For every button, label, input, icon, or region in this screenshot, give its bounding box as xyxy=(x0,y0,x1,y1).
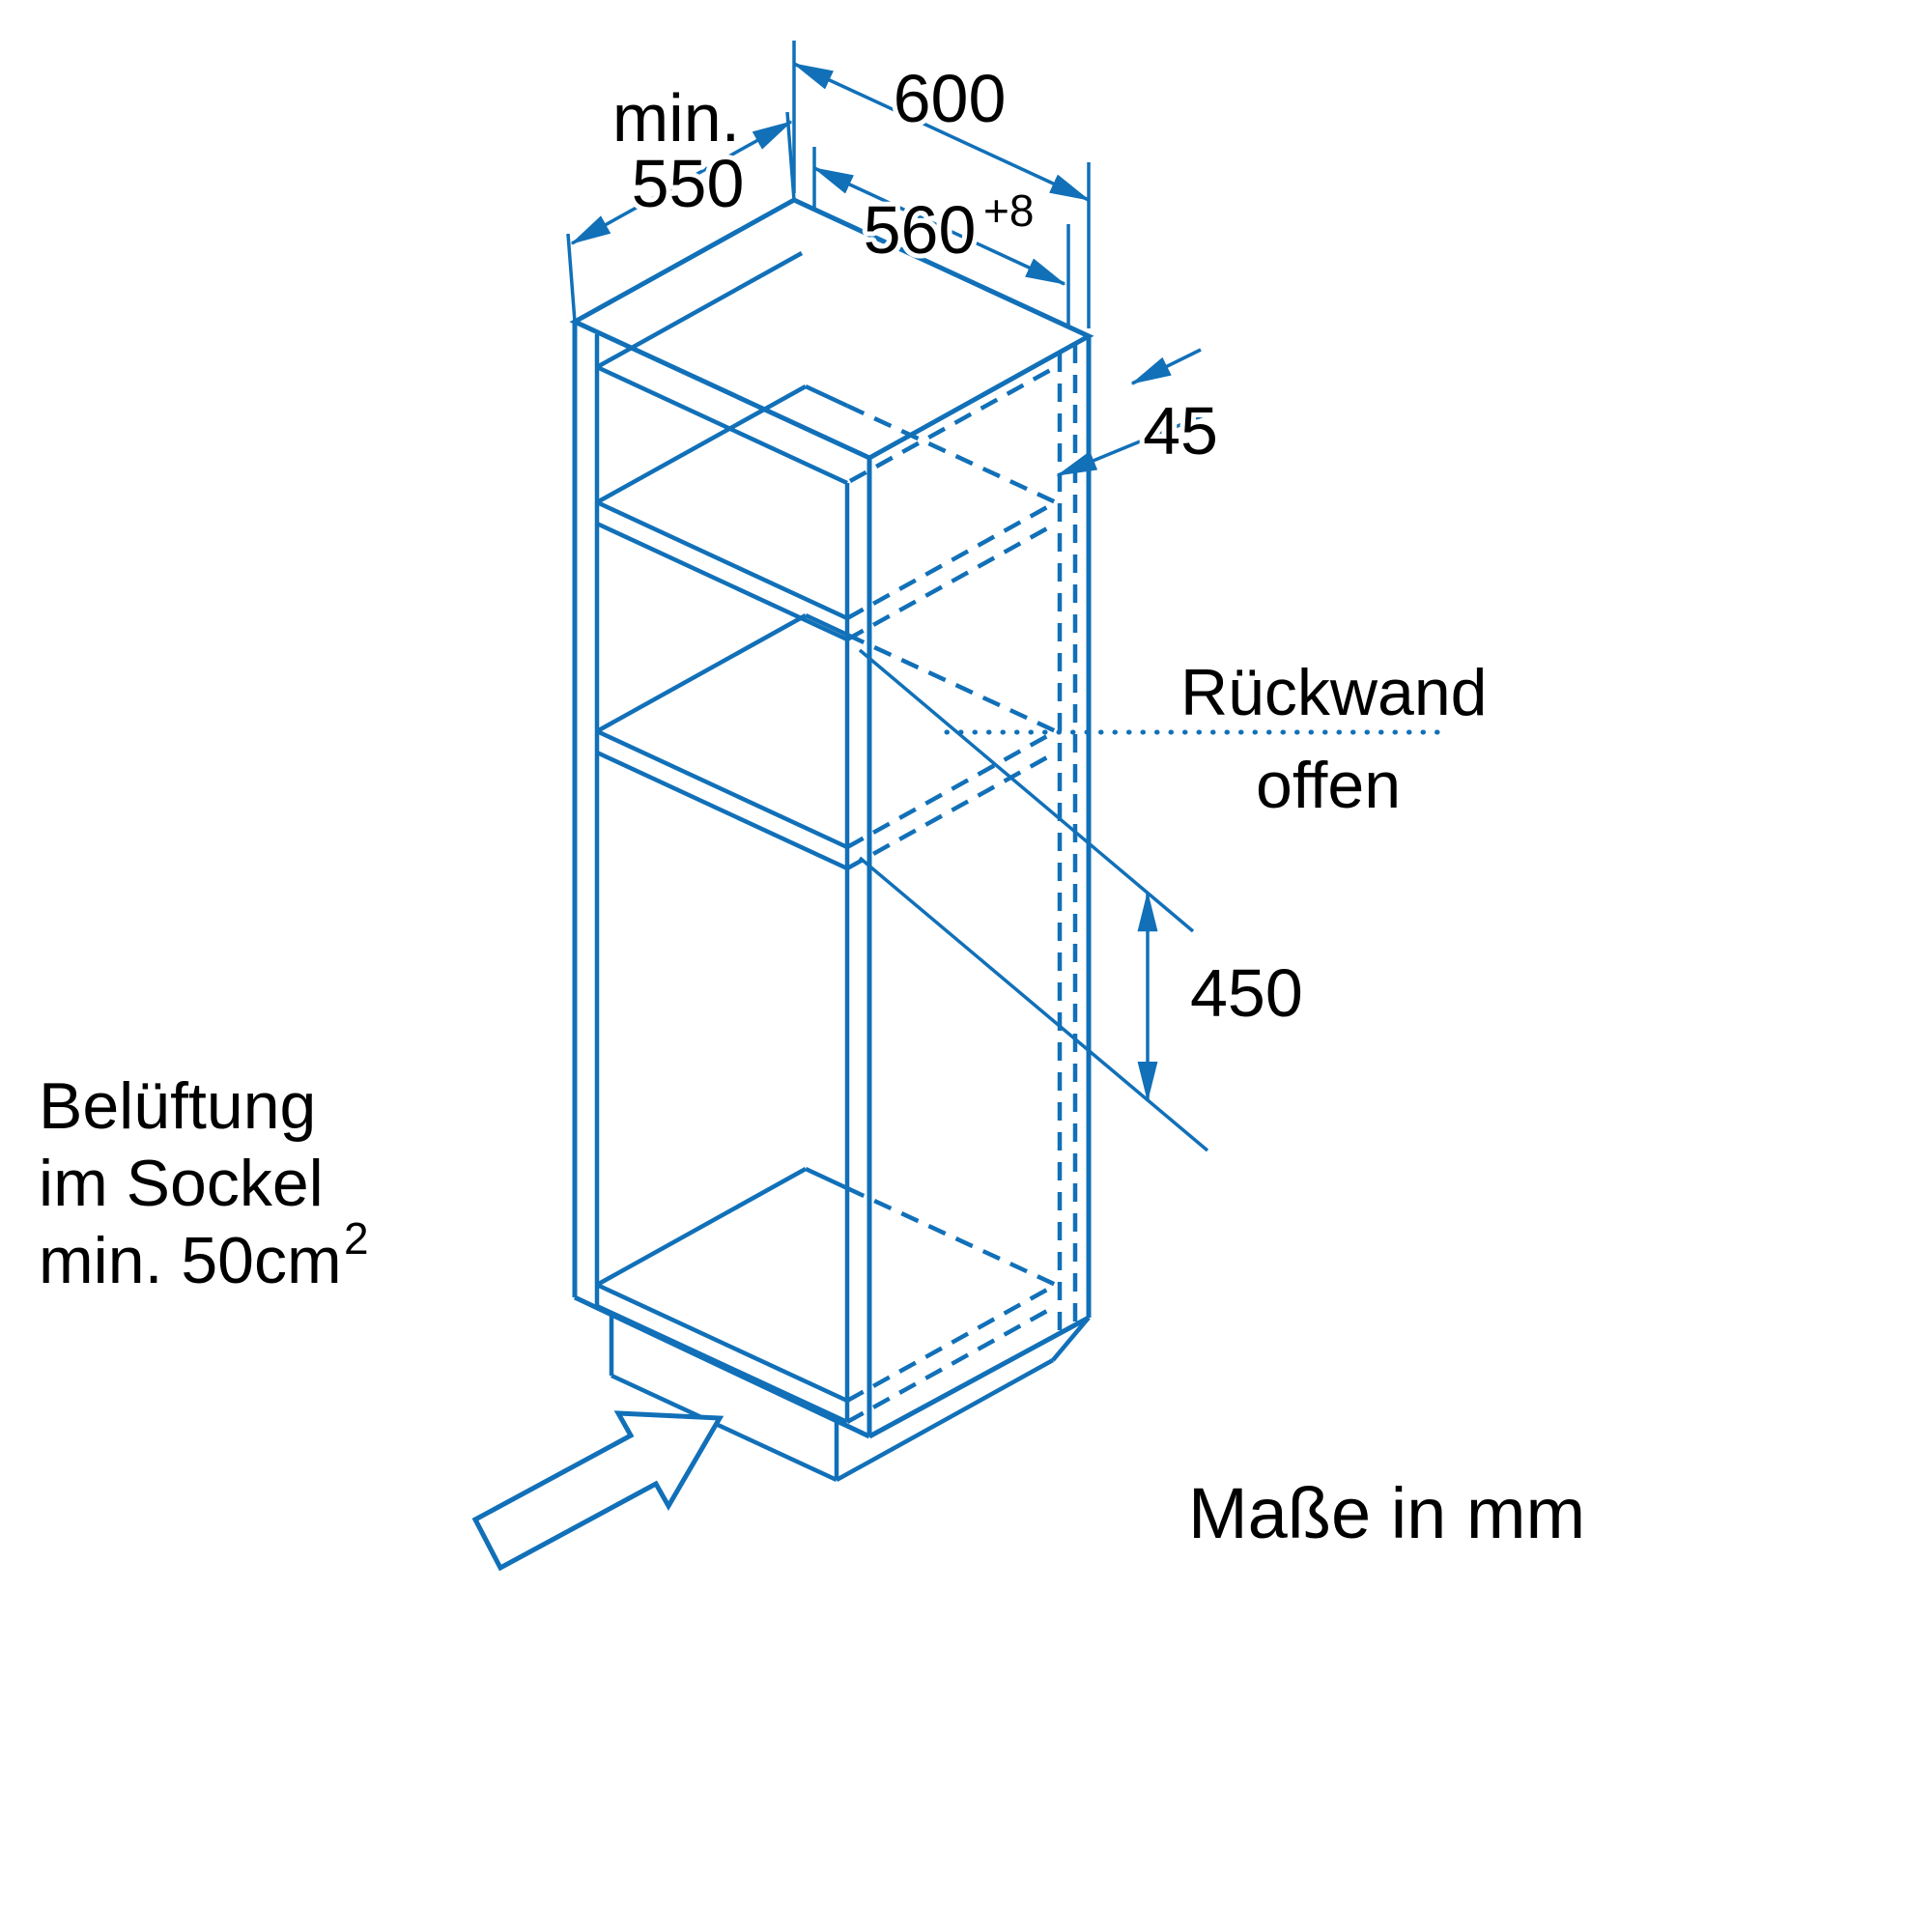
shelf-upper-front-edge xyxy=(596,499,848,621)
dimension-label-550: 550 xyxy=(632,146,745,221)
dimension-label-min: min. xyxy=(612,80,740,156)
floor-edge xyxy=(835,1358,1055,1482)
shelf-upper xyxy=(595,384,1058,642)
dimension-600: 600 xyxy=(792,41,1091,328)
base-shelf-bottom-edge xyxy=(596,1303,848,1425)
dimension-min-550: min. 550 xyxy=(566,75,796,323)
shelf-upper-hidden-side-edge xyxy=(845,500,1058,620)
dimension-label-560: 560 xyxy=(864,192,977,268)
top-panel-underside-edge xyxy=(596,364,848,486)
dimension-560: 560 +8 xyxy=(812,147,1070,327)
hidden-base-bottom-edge xyxy=(845,1304,1058,1424)
top-face xyxy=(569,197,1094,461)
base-shelf-front-edge xyxy=(596,1282,848,1404)
shelf-lower-hidden-back-edge xyxy=(846,632,1057,734)
dimension-label-600: 600 xyxy=(894,61,1007,136)
shelf-upper-back-edge xyxy=(805,384,848,409)
ventilation-label-line3: min. 50cm xyxy=(39,1224,342,1297)
plinth-bottom-edge xyxy=(611,1373,838,1483)
hidden-base-back-edge xyxy=(846,1185,1057,1288)
hidden-top-panel-edge xyxy=(848,365,1058,483)
hidden-base-top-edge xyxy=(845,1283,1058,1403)
ventilation-label-line1: Belüftung xyxy=(39,1069,316,1143)
extension-line xyxy=(858,856,1209,1152)
dimension-arrow xyxy=(1130,348,1202,385)
top-panel-underside-depth-edge xyxy=(595,251,804,369)
dimension-line xyxy=(812,166,1066,286)
units-note: Maße in mm xyxy=(1188,1473,1585,1553)
floor-back-connector xyxy=(1051,1316,1091,1362)
back-panel-label-line2: offen xyxy=(1256,749,1401,822)
base-shelf-depth-edge xyxy=(595,1167,808,1287)
label-belueftung: Belüftung im Sockel min. 50cm 2 xyxy=(34,1065,374,1302)
shelf-lower-depth-edge xyxy=(595,613,808,733)
ventilation-label-line2: im Sockel xyxy=(39,1147,324,1220)
shelf-lower-hidden-bottom-edge xyxy=(845,751,1058,870)
shelf-upper-bottom-edge xyxy=(596,521,848,642)
shelf-lower-front-edge xyxy=(596,728,848,850)
extension-line xyxy=(566,233,577,323)
shelf-upper-depth-edge xyxy=(595,384,808,504)
shelf-lower-hidden-side-edge xyxy=(845,729,1058,849)
dimension-arrow xyxy=(1056,409,1216,477)
airflow-arrow-icon xyxy=(471,1410,724,1572)
dimension-line xyxy=(570,120,793,245)
dimension-label-560-tolerance: +8 xyxy=(983,185,1034,236)
back-panel-label-line1: Rückwand xyxy=(1180,656,1488,729)
dimension-label-450: 450 xyxy=(1190,955,1303,1031)
base-shelf-back-edge xyxy=(805,1166,848,1191)
label-rueckwand-offen: Rückwand offen xyxy=(944,651,1492,827)
shelf-lower xyxy=(595,612,1058,871)
dimension-45: 45 xyxy=(1056,348,1223,477)
dimension-label-45: 45 xyxy=(1143,393,1218,469)
hidden-edges xyxy=(845,345,1078,1424)
right-wall-bottom-edge xyxy=(867,1315,1091,1439)
shelf-lower-back-edge xyxy=(805,612,848,638)
dimension-450: 450 xyxy=(858,648,1308,1152)
shelf-upper-hidden-back-edge xyxy=(846,403,1057,505)
extension-line xyxy=(858,648,1195,933)
shelf-upper-hidden-bottom-edge xyxy=(845,522,1058,641)
shelf-lower-bottom-edge xyxy=(596,750,848,871)
ventilation-label-superscript: 2 xyxy=(344,1213,369,1264)
